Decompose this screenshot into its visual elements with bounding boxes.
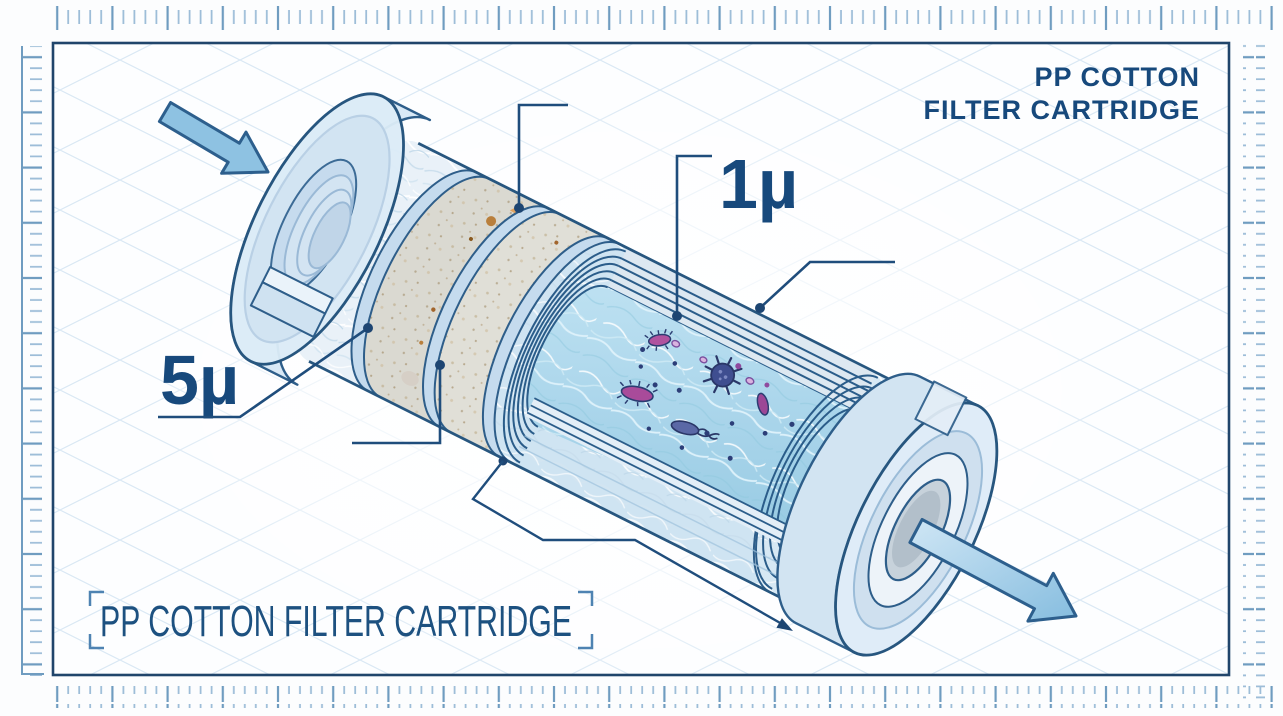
leader-dot	[363, 323, 373, 333]
cavity-rim	[525, 398, 808, 554]
cap-cut-step	[249, 266, 334, 338]
leader-line	[158, 326, 369, 419]
filter-cartridge-illustration	[229, 92, 999, 657]
callout-outer-wrap	[755, 260, 895, 313]
drawing-frame	[51, 41, 1231, 677]
threaded-port	[269, 158, 358, 296]
layer-stack-lines	[607, 257, 873, 414]
ruler-bottom	[55, 686, 1281, 708]
flange-cut-step	[914, 380, 968, 437]
title-block: PP COTTON FILTER CARTRIDGE	[924, 62, 1200, 125]
leader-dot	[672, 311, 682, 321]
microbes	[616, 328, 795, 461]
caption-text: PP COTTON FILTER CARTRIDGE	[100, 597, 572, 646]
caption-block: PP COTTON FILTER CARTRIDGE	[88, 590, 594, 650]
leader-dot	[755, 303, 765, 313]
leader-line	[759, 260, 895, 309]
cut-layer-arcs-left	[502, 248, 627, 464]
outlet-arrow-icon	[908, 518, 1078, 623]
callout-sediment-layer-lower	[352, 360, 445, 445]
virus-icon	[702, 355, 743, 395]
body-outline	[308, 142, 914, 611]
bacteria-icon	[616, 379, 658, 408]
wall-stripes	[518, 435, 785, 578]
microbe-rings	[671, 339, 755, 385]
ruler-right	[1243, 40, 1265, 700]
callout-5-micron: 5µ	[158, 323, 373, 419]
microbe-dot	[735, 363, 742, 370]
dimension-arrowhead-icon	[776, 618, 793, 631]
callout-sediment-layer	[514, 103, 568, 213]
callout-1-micron: 1µ	[672, 145, 798, 321]
leader-line	[517, 103, 568, 208]
cutaway-section	[502, 248, 879, 590]
leader-line	[675, 154, 712, 316]
ruler-left-baseline	[21, 46, 44, 675]
bacteria-icon	[644, 328, 674, 351]
leader-line	[352, 365, 442, 445]
microbe-dot	[764, 382, 770, 388]
dimension-line	[471, 456, 793, 631]
microbe-dots	[638, 347, 795, 461]
inner-cavity-fibers	[527, 285, 860, 541]
leader-dot	[514, 203, 524, 213]
label-1-micron: 1µ	[719, 145, 798, 223]
inlet-arrow-icon	[157, 101, 270, 175]
dimension-path	[471, 460, 790, 630]
bacteria-icon	[756, 392, 770, 416]
ruler-top	[55, 6, 1281, 30]
label-5-micron: 5µ	[160, 341, 239, 419]
caption-bracket-right	[578, 590, 594, 650]
title-line-1: PP COTTON	[1034, 62, 1200, 92]
caption-bracket-left	[88, 590, 104, 650]
bacteria-flagella-icon	[670, 420, 720, 440]
title-line-2: FILTER CARTRIDGE	[924, 95, 1200, 125]
leader-dot	[435, 360, 445, 370]
inlet-end-cap	[229, 92, 432, 386]
cavity-rim-lines	[526, 397, 809, 551]
ruler-left	[22, 46, 44, 676]
